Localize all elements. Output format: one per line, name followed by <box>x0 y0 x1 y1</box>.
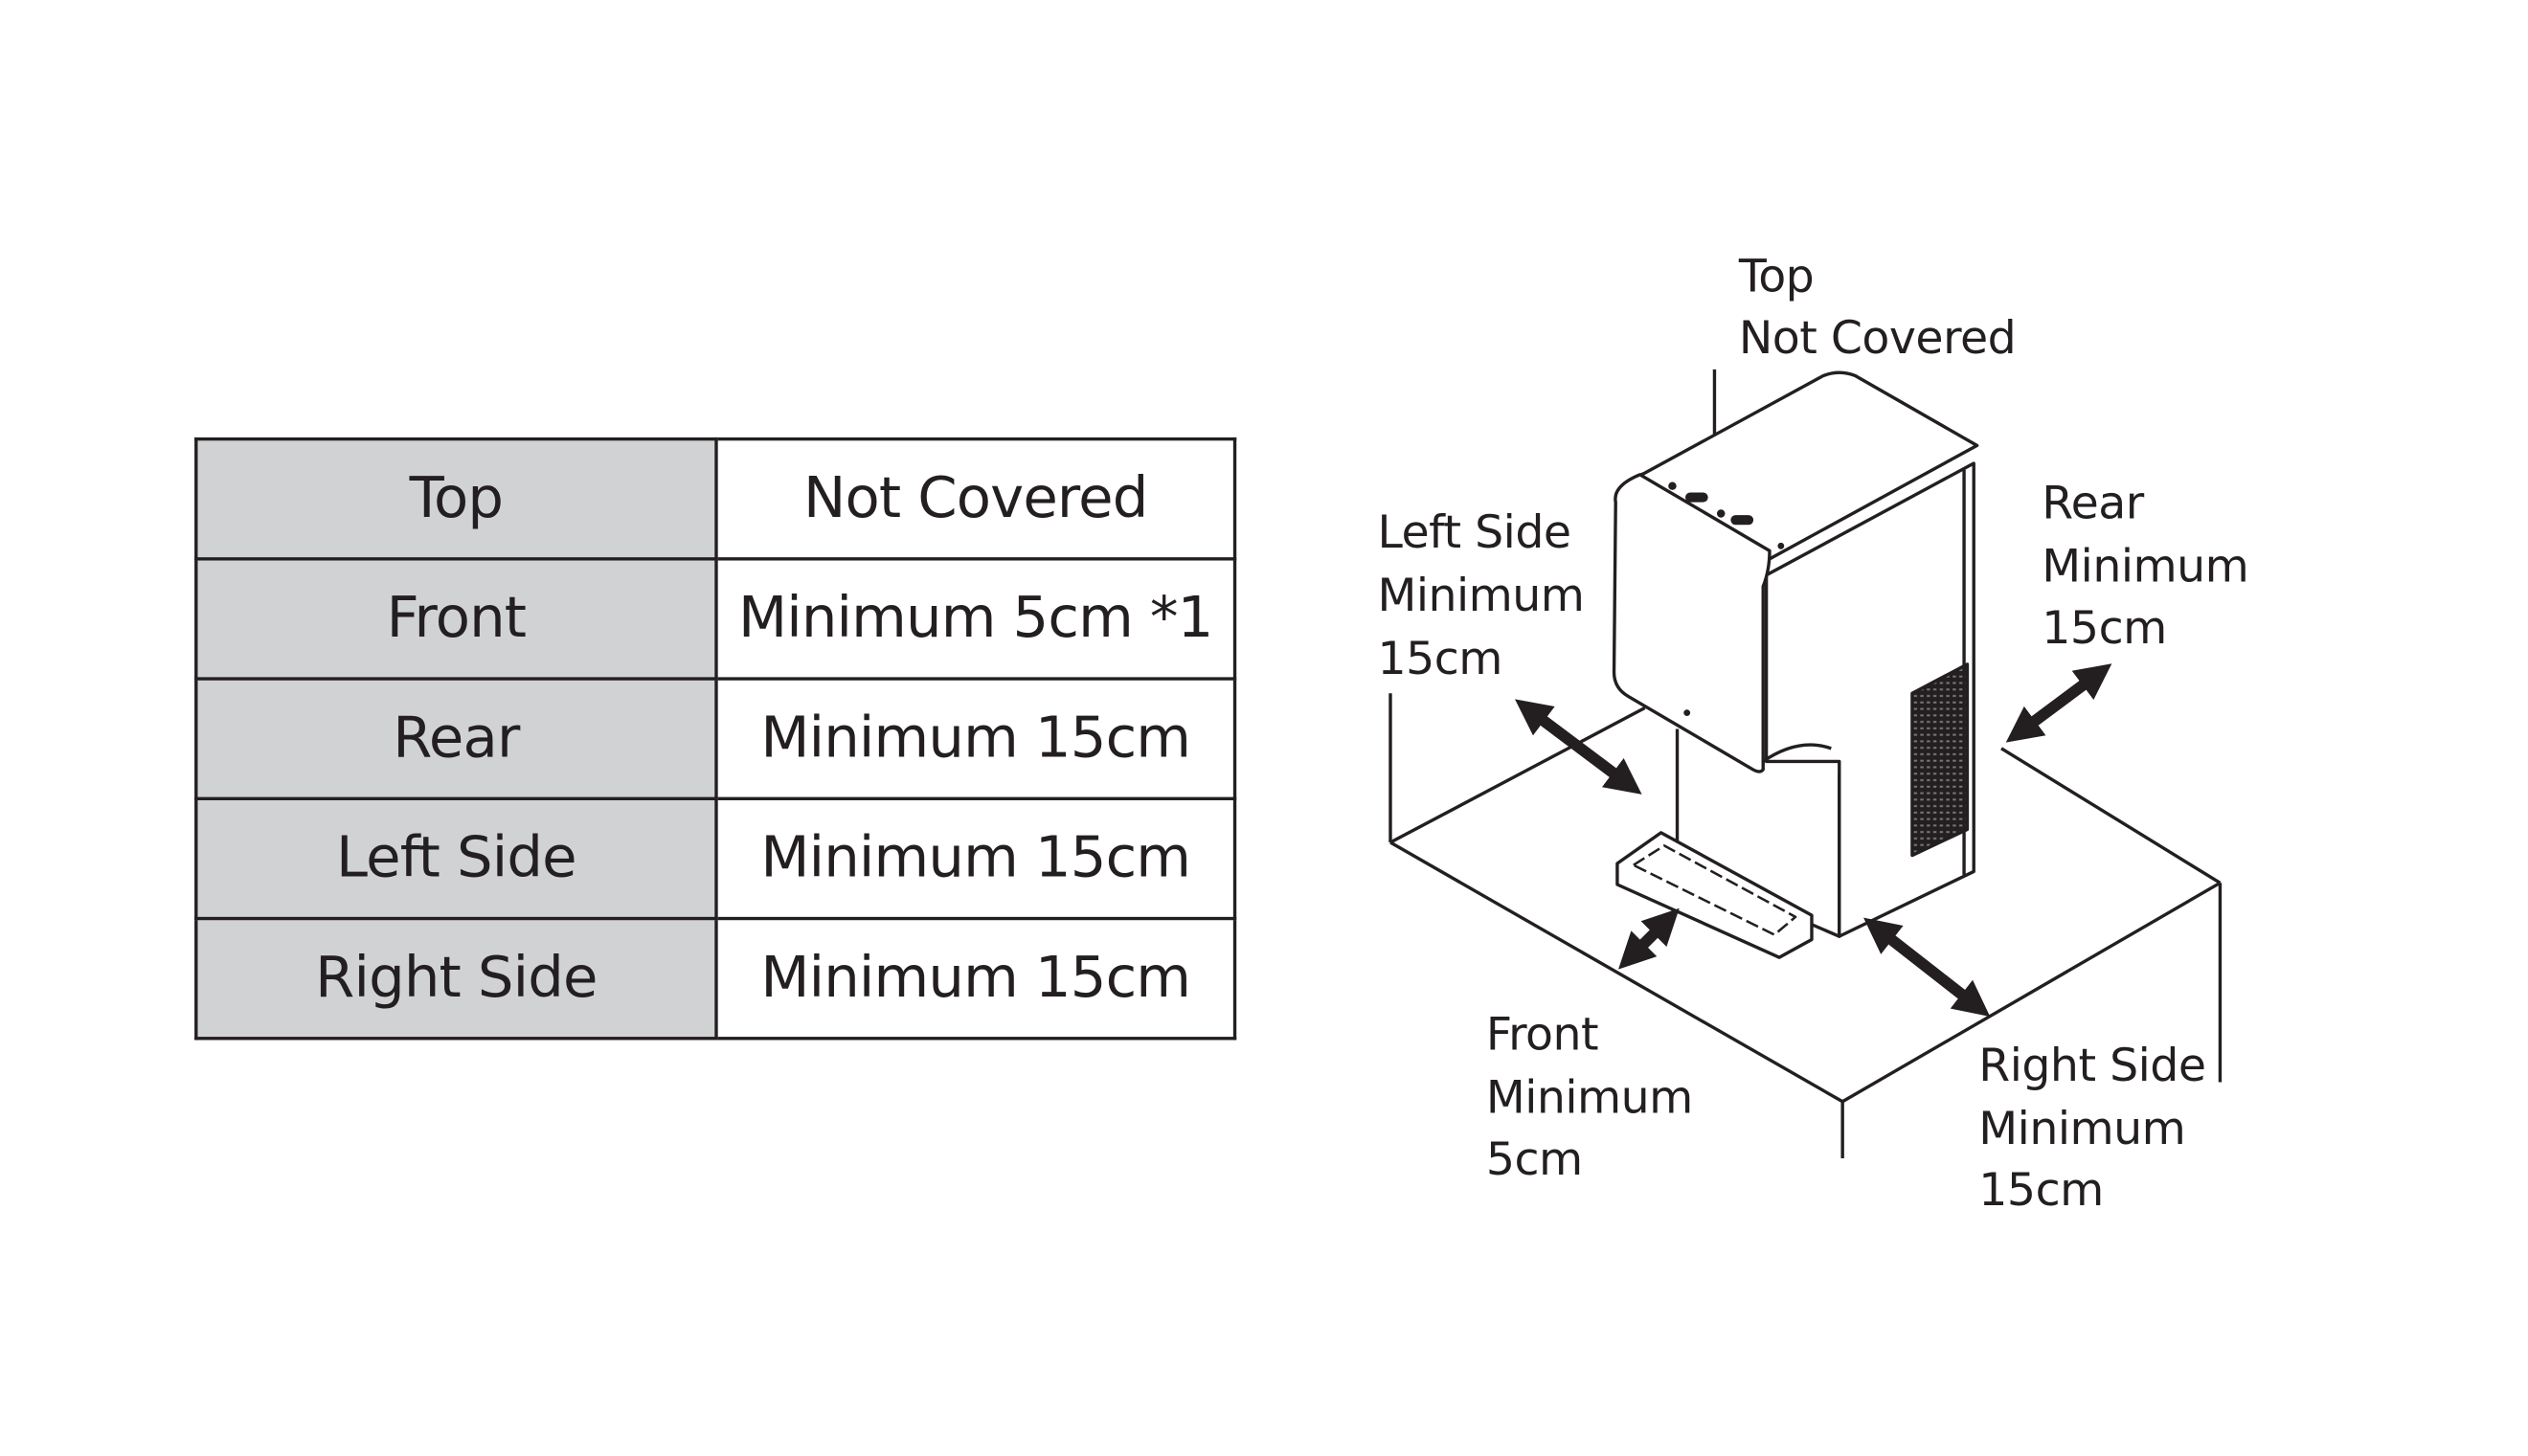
side-cell: Rear <box>194 677 718 800</box>
rear-value: 15cm <box>2042 602 2166 655</box>
top-value: Not Covered <box>1739 312 2016 365</box>
rear-label: Rear <box>2042 478 2144 530</box>
front-clearance-arrow <box>1618 907 1680 970</box>
control-buttons <box>1668 482 1785 716</box>
rear-minimum: Minimum <box>2042 541 2248 594</box>
requirement-cell: Not Covered <box>714 437 1237 561</box>
clearance-arrows <box>1515 663 2112 1017</box>
right-minimum: Minimum <box>1978 1103 2185 1155</box>
diagram-labels: Top Not Covered Left Side Minimum 15cm R… <box>1377 251 2248 1217</box>
requirement-cell: Minimum 5cm *1 <box>714 557 1237 681</box>
water-dispenser-illustration <box>1612 370 1979 959</box>
side-cell: Right Side <box>194 916 718 1041</box>
requirement-cell: Minimum 15cm <box>714 916 1237 1041</box>
right-label: Right Side <box>1978 1040 2205 1092</box>
left-minimum: Minimum <box>1377 570 1584 622</box>
floor-outline <box>1388 369 2223 1158</box>
left-label: Left Side <box>1377 506 1570 559</box>
side-cell: Left Side <box>194 796 718 921</box>
front-minimum: Minimum <box>1486 1072 1693 1125</box>
front-value: 5cm <box>1486 1133 1583 1186</box>
front-label: Front <box>1486 1009 1598 1062</box>
requirement-cell: Minimum 15cm <box>714 796 1237 921</box>
side-cell: Front <box>194 557 718 681</box>
rear-clearance-arrow <box>2005 663 2112 743</box>
right-clearance-arrow <box>1863 917 1991 1017</box>
left-value: 15cm <box>1377 633 1501 685</box>
requirement-cell: Minimum 15cm <box>714 677 1237 800</box>
side-cell: Top <box>194 437 718 561</box>
top-label: Top <box>1738 251 1814 303</box>
right-value: 15cm <box>1978 1164 2103 1217</box>
left-clearance-arrow <box>1515 699 1642 795</box>
